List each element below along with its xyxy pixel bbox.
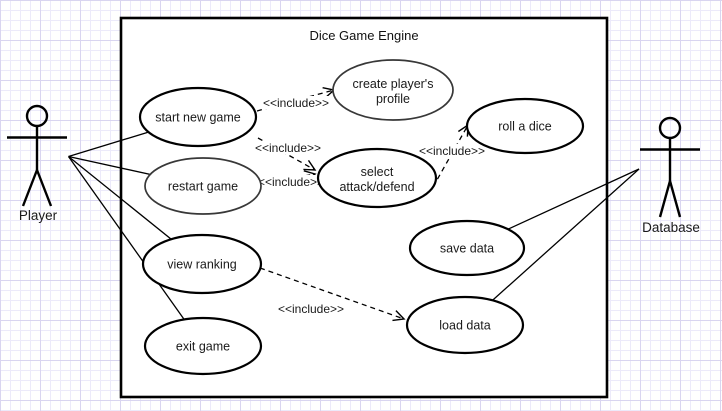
actor-database[interactable]: Database bbox=[640, 116, 700, 235]
actor-player[interactable]: Player bbox=[7, 104, 67, 223]
usecase-ellipse[interactable] bbox=[138, 86, 258, 148]
association-database-load-data[interactable] bbox=[464, 168, 640, 326]
usecase-label: start new game bbox=[155, 111, 241, 125]
usecase-create-players-profile[interactable]: create player's profile bbox=[332, 59, 454, 121]
include-label-group: <<include>> <<include>> <<include>> <<in… bbox=[254, 96, 486, 316]
include-label-bg bbox=[277, 302, 345, 315]
usecase-ellipse[interactable] bbox=[144, 157, 262, 215]
usecase-roll-a-dice[interactable]: roll a dice bbox=[465, 97, 585, 155]
usecase-exit-game[interactable]: exit game bbox=[143, 316, 263, 376]
usecase-label: restart game bbox=[168, 180, 238, 194]
usecase-ellipse[interactable] bbox=[143, 316, 263, 376]
include-label: <<include>> bbox=[278, 302, 344, 316]
usecase-label: save data bbox=[440, 242, 494, 256]
actor-head bbox=[25, 104, 49, 128]
usecase-label-line2: profile bbox=[376, 92, 410, 106]
include-label-bg bbox=[257, 175, 325, 188]
include-edge-select-attack-to-roll-a-dice[interactable] bbox=[432, 123, 469, 188]
include-label: <<include>> bbox=[255, 141, 321, 155]
usecase-ellipse[interactable] bbox=[408, 219, 526, 277]
usecase-label-line2: attack/defend bbox=[339, 180, 414, 194]
usecase-save-data[interactable]: save data bbox=[408, 219, 526, 277]
include-label: <<include>> bbox=[419, 144, 485, 158]
usecase-label: exit game bbox=[176, 340, 230, 354]
actor-leg-right bbox=[35, 169, 53, 207]
usecase-ellipse[interactable] bbox=[465, 97, 585, 155]
system-title: Dice Game Engine bbox=[309, 28, 418, 43]
usecase-label: load data bbox=[439, 319, 490, 333]
usecase-restart-game[interactable]: restart game bbox=[144, 157, 262, 215]
usecase-select-attack-defend[interactable]: select attack/defend bbox=[316, 147, 438, 209]
include-label: <<include>> bbox=[263, 96, 329, 110]
actor-leg-left bbox=[658, 180, 672, 218]
usecase-load-data[interactable]: load data bbox=[405, 295, 525, 355]
usecase-ellipse[interactable] bbox=[332, 59, 454, 121]
usecase-start-new-game[interactable]: start new game bbox=[138, 86, 258, 148]
include-label-bg bbox=[418, 144, 486, 157]
usecase-ellipse[interactable] bbox=[405, 295, 525, 355]
usecase-view-ranking[interactable]: view ranking bbox=[141, 233, 263, 295]
actor-leg-left bbox=[21, 169, 39, 207]
usecase-label-line1: create player's bbox=[353, 77, 434, 91]
include-label: <<include>> bbox=[258, 175, 324, 189]
actor-player-label: Player bbox=[19, 208, 58, 223]
actor-leg-right bbox=[668, 180, 682, 218]
usecase-ellipse[interactable] bbox=[141, 233, 263, 295]
include-edge-view-ranking-to-load-data[interactable] bbox=[259, 267, 406, 322]
usecase-label: view ranking bbox=[167, 258, 237, 272]
actor-database-label: Database bbox=[642, 220, 700, 235]
usecase-label: roll a dice bbox=[498, 120, 552, 134]
usecase-ellipse[interactable] bbox=[316, 147, 438, 209]
actor-head bbox=[658, 116, 682, 140]
association-player-exit-game[interactable] bbox=[67, 156, 204, 347]
usecase-label-line1: select bbox=[361, 165, 394, 179]
include-label-bg bbox=[262, 96, 330, 109]
include-label-bg bbox=[254, 141, 322, 154]
